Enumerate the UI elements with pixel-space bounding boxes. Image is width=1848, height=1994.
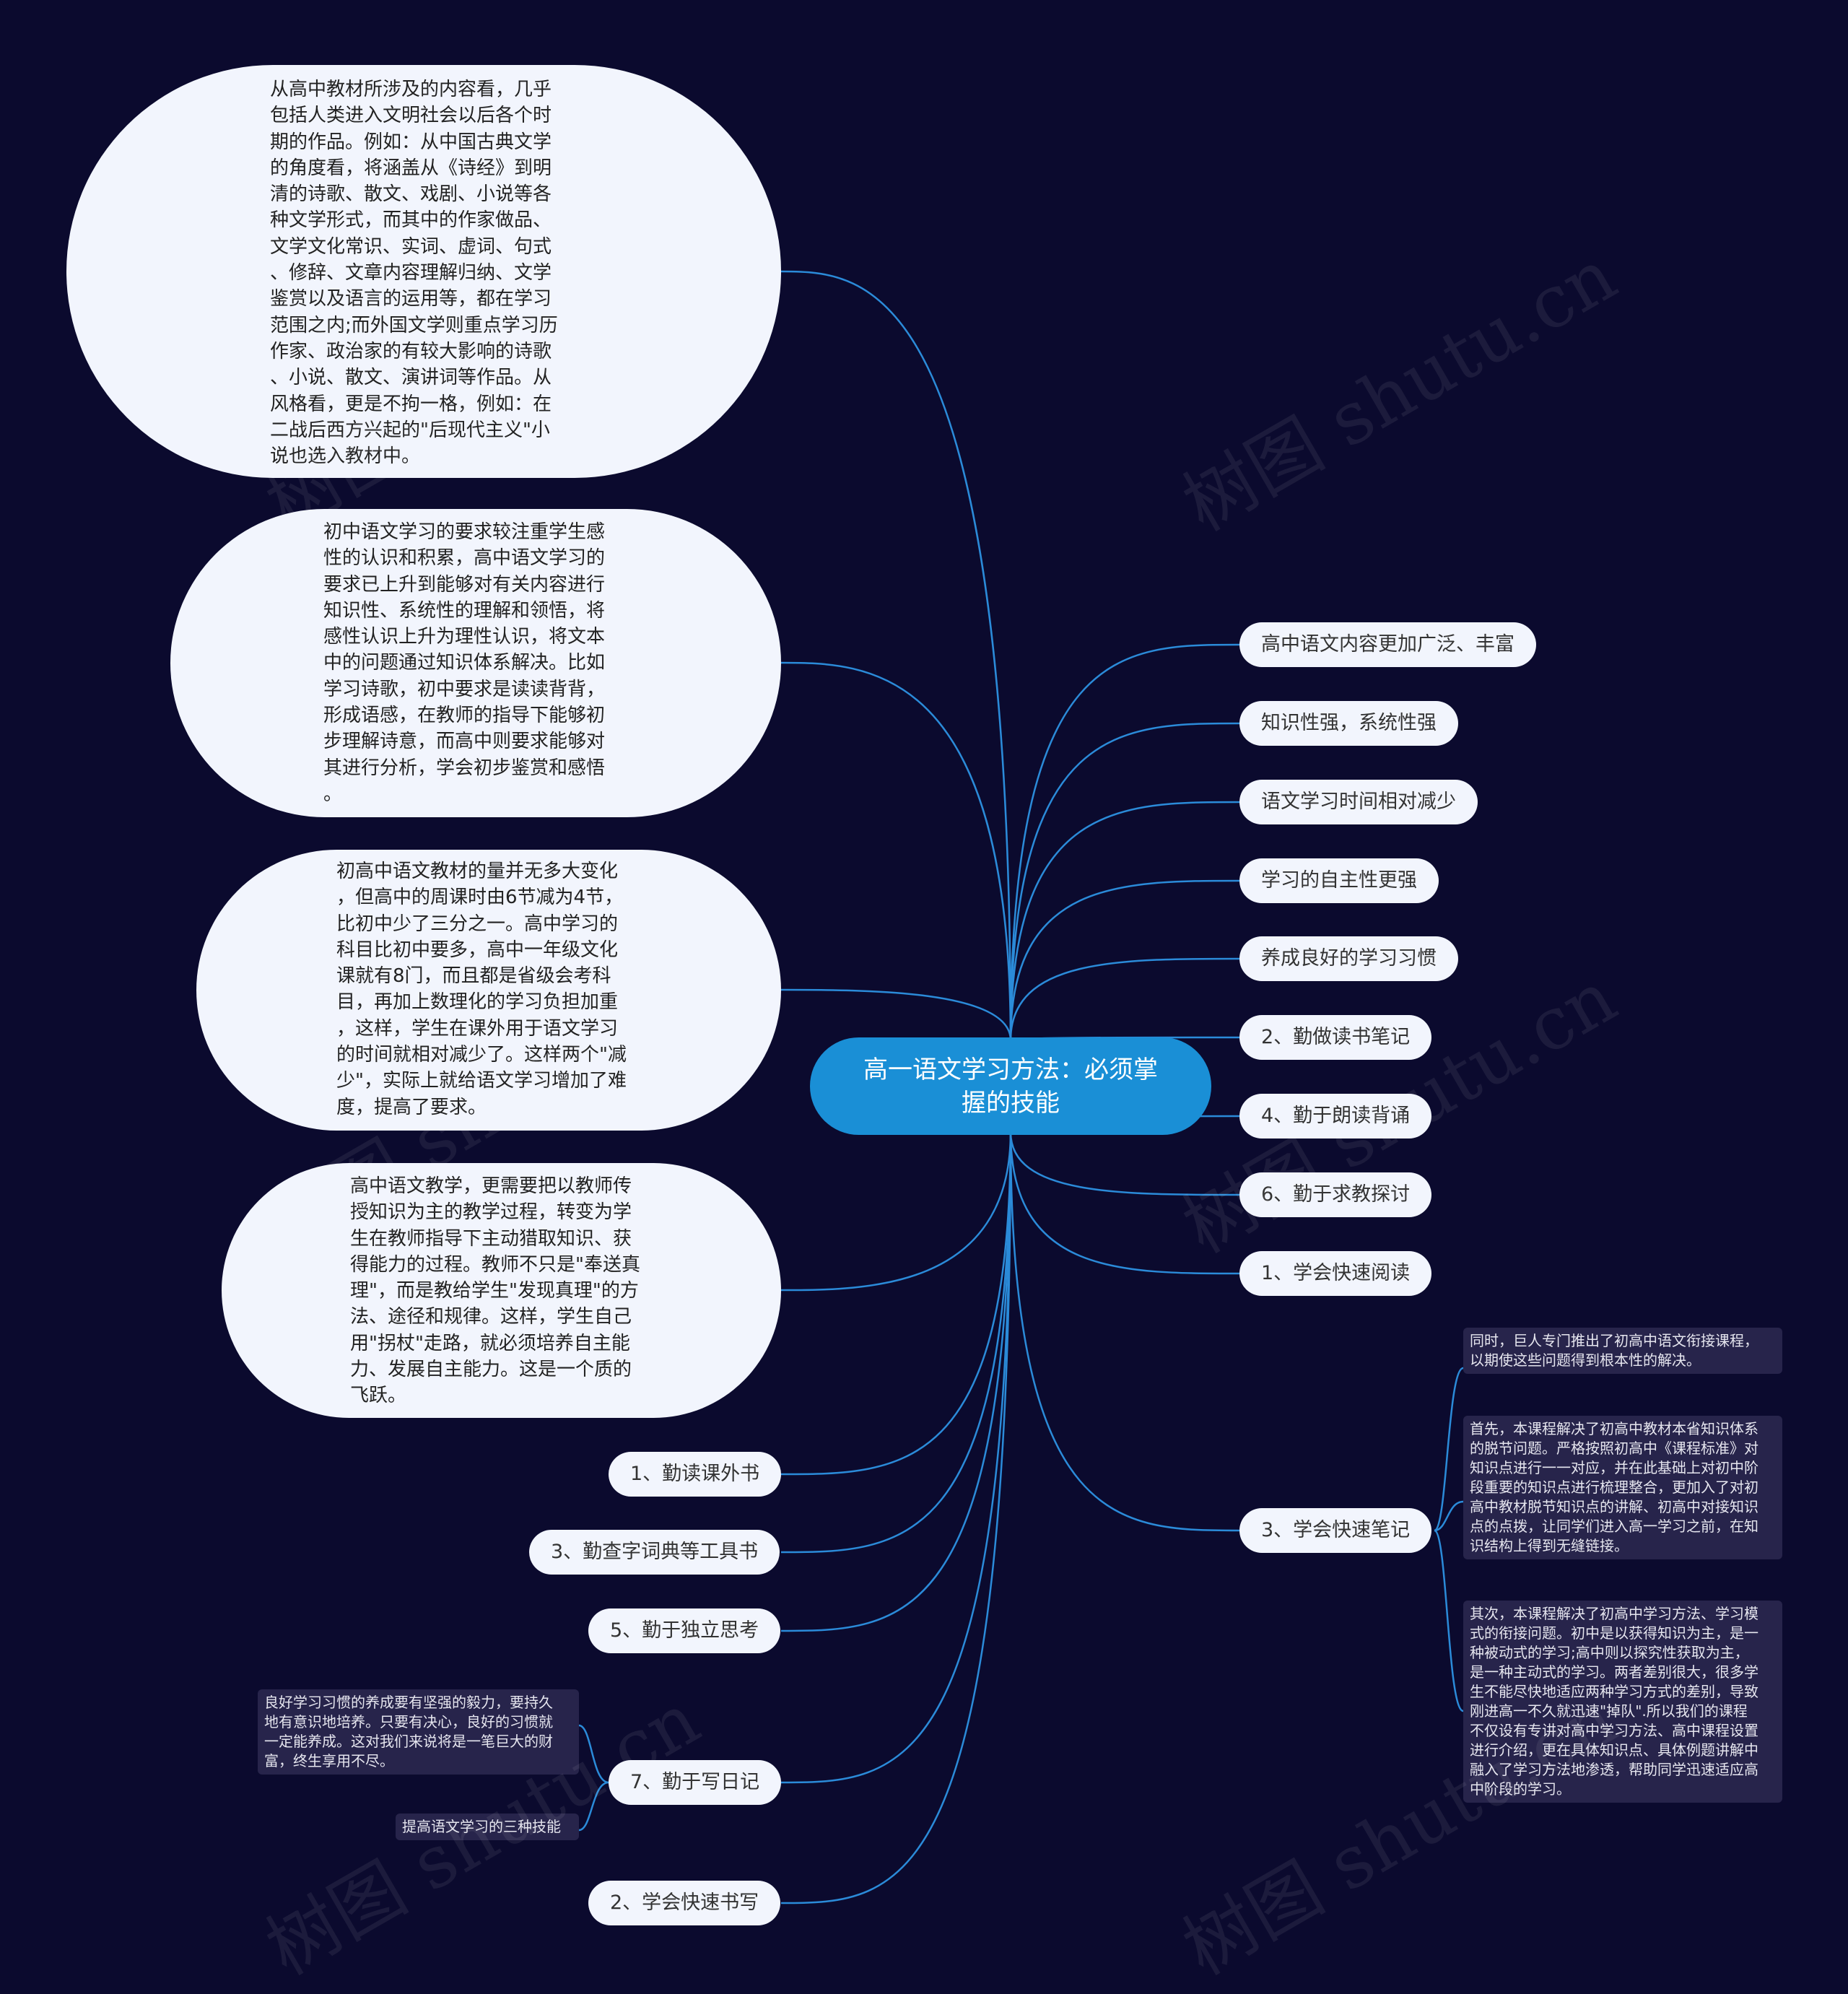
- connector-right-3: [1009, 879, 1240, 1041]
- connector-note-left-1: [578, 1781, 609, 1832]
- note-habit[interactable]: 良好学习习惯的养成要有坚强的毅力，要持久 地有意识地培养。只要有决心，良好的习惯…: [258, 1689, 579, 1775]
- connector-bubble-0: [780, 270, 1012, 1041]
- note-learning-method[interactable]: 其次，本课程解决了初高中学习方法、学习模 式的衔接问题。初中是以获得知识为主，是…: [1463, 1601, 1782, 1803]
- branch-recitation[interactable]: 4、勤于朗读背诵: [1239, 1094, 1432, 1139]
- branch-less-time[interactable]: 语文学习时间相对减少: [1239, 780, 1478, 824]
- note-bridge-course[interactable]: 同时，巨人专门推出了初高中语文衔接课程， 以期使这些问题得到根本性的解决。: [1463, 1328, 1782, 1374]
- bubble-content-breadth[interactable]: 从高中教材所涉及的内容看，几乎 包括人类进入文明社会以后各个时 期的作品。例如：…: [66, 65, 781, 478]
- connector-left-2: [780, 1131, 1012, 1632]
- connector-left-0: [780, 1131, 1012, 1476]
- connector-note-left-0: [578, 1724, 609, 1784]
- branch-content-richer[interactable]: 高中语文内容更加广泛、丰富: [1239, 622, 1536, 667]
- connector-bubble-2: [780, 988, 1012, 1041]
- branch-autonomy[interactable]: 学习的自主性更强: [1239, 858, 1439, 903]
- connector-left-3: [780, 1131, 1012, 1784]
- connector-bubble-3: [780, 1131, 1012, 1292]
- connector-right-9: [1009, 1131, 1240, 1532]
- central-topic-label: 高一语文学习方法：必须掌握的技能: [863, 1055, 1158, 1118]
- branch-systematic[interactable]: 知识性强，系统性强: [1239, 701, 1458, 746]
- branch-fast-writing[interactable]: 2、学会快速书写: [588, 1881, 781, 1925]
- connector-right-1: [1009, 722, 1240, 1041]
- branch-independent-thinking[interactable]: 5、勤于独立思考: [588, 1608, 781, 1653]
- branch-diary[interactable]: 7、勤于写日记: [609, 1760, 782, 1805]
- branch-extra-reading[interactable]: 1、勤读课外书: [609, 1452, 782, 1497]
- connector-right-0: [1009, 643, 1240, 1041]
- bubble-study-time[interactable]: 初高中语文教材的量并无多大变化 ，但高中的周课时由6节减为4节， 比初中少了三分…: [196, 850, 781, 1131]
- central-topic[interactable]: 高一语文学习方法：必须掌握的技能: [810, 1037, 1211, 1135]
- connector-right-4: [1009, 957, 1240, 1041]
- branch-fast-reading[interactable]: 1、学会快速阅读: [1239, 1251, 1432, 1296]
- connector-note-right-1: [1434, 1500, 1464, 1532]
- connector-right-2: [1009, 801, 1240, 1041]
- note-three-skills[interactable]: 提高语文学习的三种技能: [396, 1814, 579, 1840]
- branch-dictionary[interactable]: 3、勤查字词典等工具书: [529, 1530, 780, 1575]
- connector-right-7: [1009, 1131, 1240, 1196]
- branch-fast-notes[interactable]: 3、学会快速笔记: [1239, 1508, 1432, 1553]
- connector-note-right-0: [1434, 1367, 1464, 1532]
- note-knowledge-gap[interactable]: 首先，本课程解决了初高中教材本省知识体系 的脱节问题。严格按照初高中《课程标准》…: [1463, 1416, 1782, 1559]
- connector-left-4: [780, 1131, 1012, 1904]
- connector-right-8: [1009, 1131, 1240, 1275]
- connector-left-1: [780, 1131, 1012, 1554]
- connector-note-right-2: [1433, 1529, 1464, 1712]
- connector-bubble-1: [780, 661, 1012, 1041]
- branch-good-habits[interactable]: 养成良好的学习习惯: [1239, 936, 1458, 981]
- bubble-knowledge-system[interactable]: 初中语文学习的要求较注重学生感 性的认识和积累，高中语文学习的 要求已上升到能够…: [170, 509, 781, 817]
- branch-seek-advice[interactable]: 6、勤于求教探讨: [1239, 1172, 1432, 1217]
- bubble-autonomy[interactable]: 高中语文教学，更需要把以教师传 授知识为主的教学过程，转变为学 生在教师指导下主…: [222, 1163, 781, 1418]
- branch-reading-notes[interactable]: 2、勤做读书笔记: [1239, 1015, 1432, 1060]
